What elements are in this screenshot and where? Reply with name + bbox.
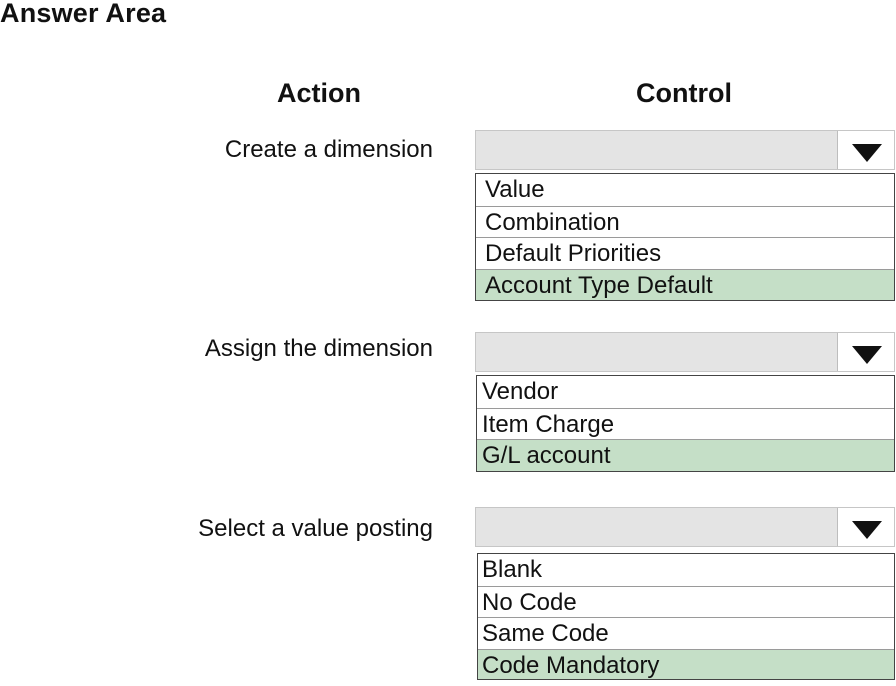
option-combination[interactable]: Combination [476, 205, 894, 237]
control-dropdown-create-dimension[interactable]: Value Combination Default Priorities Acc… [475, 130, 895, 301]
control-dropdown-value-posting[interactable]: Blank No Code Same Code Code Mandatory [475, 507, 895, 680]
option-code-mandatory[interactable]: Code Mandatory [478, 648, 894, 679]
dropdown-options-list: Value Combination Default Priorities Acc… [475, 173, 895, 301]
option-default-priorities[interactable]: Default Priorities [476, 237, 894, 269]
dropdown-select-box[interactable] [475, 332, 895, 372]
action-column-header: Action [277, 78, 361, 108]
select-divider [837, 333, 838, 371]
option-item-charge[interactable]: Item Charge [477, 407, 894, 439]
select-divider [837, 508, 838, 546]
action-label-select-value-posting: Select a value posting [198, 515, 433, 542]
dropdown-options-list: Vendor Item Charge G/L account [476, 375, 895, 472]
caret-down-icon [852, 144, 882, 162]
option-gl-account[interactable]: G/L account [477, 439, 894, 471]
option-vendor[interactable]: Vendor [477, 376, 894, 408]
option-same-code[interactable]: Same Code [478, 617, 894, 649]
dropdown-options-list: Blank No Code Same Code Code Mandatory [477, 553, 895, 680]
action-label-create-dimension: Create a dimension [224, 136, 433, 163]
answer-area-title: Answer Area [0, 0, 167, 28]
option-blank[interactable]: Blank [478, 554, 894, 586]
option-account-type-default[interactable]: Account Type Default [476, 268, 894, 300]
caret-down-icon [852, 346, 882, 364]
control-dropdown-assign-dimension[interactable]: Vendor Item Charge G/L account [475, 332, 895, 472]
caret-down-icon [852, 521, 882, 539]
dropdown-arrow-button[interactable] [838, 333, 894, 371]
dropdown-arrow-button[interactable] [838, 508, 894, 546]
control-column-header: Control [636, 78, 732, 108]
option-value[interactable]: Value [476, 174, 894, 206]
option-no-code[interactable]: No Code [478, 585, 894, 617]
select-divider [837, 131, 838, 169]
action-label-assign-dimension: Assign the dimension [204, 335, 433, 362]
dropdown-select-box[interactable] [475, 507, 895, 547]
dropdown-select-box[interactable] [475, 130, 895, 170]
dropdown-arrow-button[interactable] [838, 131, 894, 169]
